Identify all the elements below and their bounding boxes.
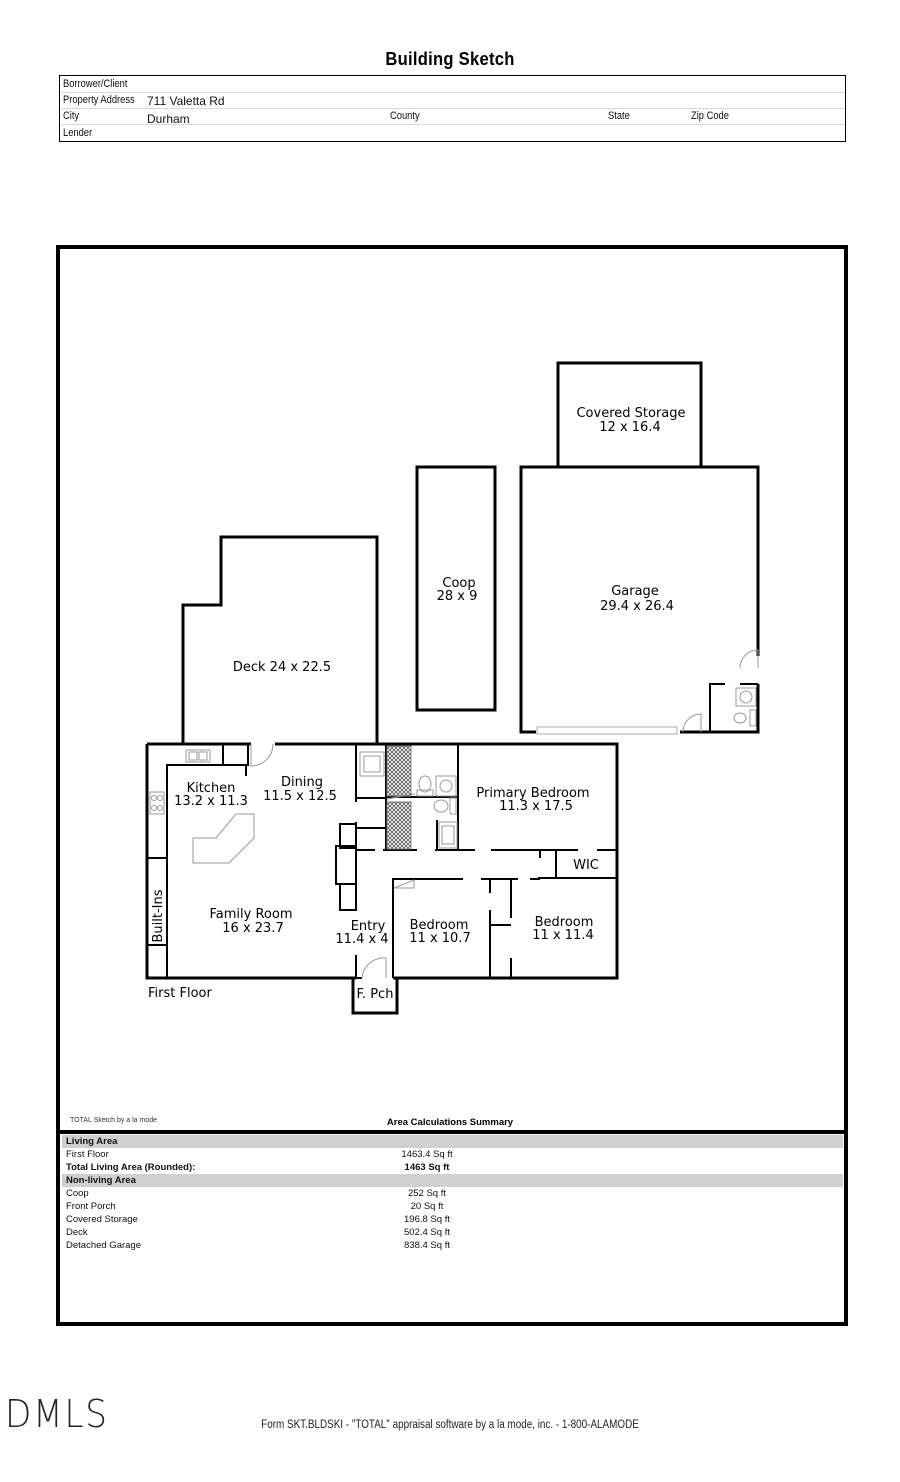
entry-label: Entry <box>351 919 386 934</box>
state-label: State <box>608 110 630 122</box>
coop-dims: 28 x 9 <box>437 589 478 604</box>
built-ins-label: Built-Ins <box>151 889 166 942</box>
covered-storage-area-label: Covered Storage <box>66 1214 138 1225</box>
living-area-header: Living Area <box>66 1136 118 1147</box>
floor-label: First Floor <box>148 986 212 1001</box>
bedroom-2-label: Bedroom <box>535 915 594 930</box>
front-porch-area-value: 20 Sq ft <box>410 1201 444 1212</box>
floor-plan-drawing: Covered Storage 12 x 16.4 Coop 28 x 9 Ga… <box>145 361 760 1015</box>
dining-dims: 11.5 x 12.5 <box>263 789 337 804</box>
deck-label: Deck 24 x 22.5 <box>233 660 331 675</box>
detached-garage-area-label: Detached Garage <box>66 1240 141 1251</box>
software-credit: TOTAL Sketch by a la mode <box>70 1117 158 1124</box>
address-value: 711 Valetta Rd <box>147 94 225 108</box>
garage-dims: 29.4 x 26.4 <box>600 599 674 614</box>
deck-area-label: Deck <box>66 1227 88 1238</box>
bedroom-2-dims: 11 x 11.4 <box>532 928 593 943</box>
city-label: City <box>63 110 80 122</box>
county-label: County <box>390 110 420 122</box>
family-room-dims: 16 x 23.7 <box>222 921 283 936</box>
summary-title: Area Calculations Summary <box>386 1117 514 1128</box>
page-title: Building Sketch <box>385 49 515 69</box>
address-label: Property Address <box>63 94 135 106</box>
detached-garage-area-value: 838.4 Sq ft <box>404 1240 450 1251</box>
garage-label: Garage <box>611 584 659 599</box>
coop-area-value: 252 Sq ft <box>407 1188 447 1199</box>
dining-label: Dining <box>281 775 323 790</box>
lender-label: Lender <box>63 127 93 139</box>
deck-area-value: 502.4 Sq ft <box>404 1227 450 1238</box>
front-porch-label: F. Pch <box>357 987 394 1002</box>
front-porch-area-label: Front Porch <box>66 1201 116 1212</box>
first-floor-value: 1463.4 Sq ft <box>401 1149 453 1160</box>
zip-label: Zip Code <box>691 110 729 122</box>
bedroom-1-label: Bedroom <box>410 918 469 933</box>
borrower-label: Borrower/Client <box>63 78 128 90</box>
kitchen-label: Kitchen <box>187 781 236 796</box>
family-room-label: Family Room <box>210 907 293 922</box>
entry-dims: 11.4 x 4 <box>335 932 388 947</box>
city-row: City Durham County State Zip Code <box>60 108 845 126</box>
primary-bedroom-label: Primary Bedroom <box>476 786 589 801</box>
form-footer-text: Form SKT.BLDSKI - "TOTAL" appraisal soft… <box>261 1419 639 1431</box>
city-value: Durham <box>147 112 190 126</box>
borrower-row: Borrower/Client <box>60 76 845 93</box>
covered-storage-area-value: 196.8 Sq ft <box>404 1214 450 1225</box>
nonliving-area-header: Non-living Area <box>66 1175 136 1186</box>
wic-label: WIC <box>573 858 599 873</box>
nonliving-area-band <box>62 1174 843 1187</box>
dmls-logo: DMLS <box>5 1392 109 1436</box>
bedroom-1-dims: 11 x 10.7 <box>409 931 470 946</box>
total-living-label: Total Living Area (Rounded): <box>66 1162 196 1173</box>
first-floor-label: First Floor <box>66 1149 109 1160</box>
kitchen-dims: 13.2 x 11.3 <box>174 794 248 809</box>
address-row: Property Address 711 Valetta Rd <box>60 92 845 109</box>
primary-bedroom-dims: 11.3 x 17.5 <box>499 799 573 814</box>
total-living-value: 1463 Sq ft <box>404 1162 450 1173</box>
lender-row: Lender <box>60 125 845 141</box>
covered-storage-dims: 12 x 16.4 <box>599 420 660 435</box>
living-area-band <box>62 1135 843 1148</box>
coop-area-label: Coop <box>66 1188 89 1199</box>
sketch-frame <box>56 245 848 1326</box>
property-info-table: Borrower/Client Property Address 711 Val… <box>59 75 846 142</box>
coop-label: Coop <box>442 576 475 591</box>
covered-storage-label: Covered Storage <box>576 406 685 421</box>
summary-separator <box>58 1130 846 1134</box>
